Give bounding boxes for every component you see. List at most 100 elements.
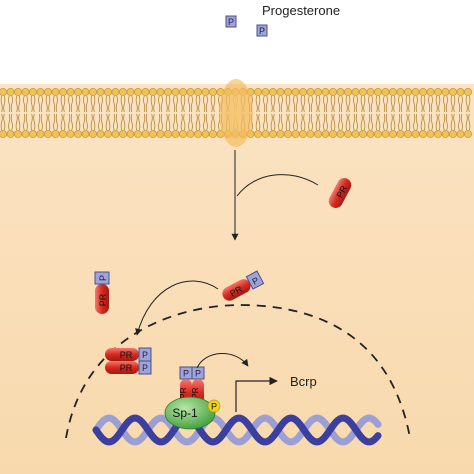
receptor-dimer: PR PR P P xyxy=(105,347,152,375)
lipid-tail xyxy=(398,95,401,113)
lipid-tail xyxy=(38,95,41,113)
lipid-head xyxy=(269,88,277,96)
lipid-tail xyxy=(160,95,163,113)
lipid-head xyxy=(389,130,397,138)
lipid-tail xyxy=(23,113,26,131)
lipid-head xyxy=(0,130,7,138)
lipid-tail xyxy=(75,113,78,131)
lipid-tail xyxy=(295,113,298,131)
lipid-tail xyxy=(465,113,468,131)
lipid-tail xyxy=(18,113,21,131)
lipid-head xyxy=(134,130,142,138)
lipid-head xyxy=(44,88,52,96)
lipid-head xyxy=(171,130,180,138)
lipid-head xyxy=(104,88,112,96)
lipid-tail xyxy=(25,95,28,113)
ligand-letter: P xyxy=(142,363,148,373)
lipid-tail xyxy=(270,113,273,131)
lipid-head xyxy=(36,130,45,138)
lipid-tail xyxy=(15,95,18,113)
lipid-tail xyxy=(428,95,431,113)
lipid-tail xyxy=(115,95,118,113)
lipid-tail xyxy=(375,95,378,113)
lipid-tail xyxy=(363,113,366,131)
ligand-letter: P xyxy=(250,275,260,287)
lipid-tail xyxy=(53,113,56,131)
lipid-head xyxy=(441,88,450,96)
lipid-tail xyxy=(333,113,336,131)
lipid-head xyxy=(381,130,390,138)
lipid-tail xyxy=(398,113,401,131)
lipid-tail xyxy=(90,95,93,113)
lipid-head xyxy=(186,88,195,96)
lipid-tail xyxy=(390,113,393,131)
lipid-head xyxy=(0,88,7,96)
lipid-head xyxy=(426,88,435,96)
lipid-tail xyxy=(143,113,146,131)
dna-strand-front xyxy=(92,414,382,446)
lipid-tail xyxy=(3,95,6,113)
lipid-tail xyxy=(405,113,408,131)
lipid-tail xyxy=(63,95,66,113)
ligand-letter: P xyxy=(228,17,234,27)
lipid-tail xyxy=(258,113,261,131)
sp1-factor: Sp-1 xyxy=(164,396,216,430)
lipid-tail xyxy=(180,95,183,113)
lipid-tail xyxy=(408,113,411,131)
lipid-head xyxy=(284,88,292,96)
lipid-tail xyxy=(318,113,321,131)
lipid-tail xyxy=(8,95,11,113)
lipid-tail xyxy=(413,95,416,113)
lipid-tail xyxy=(160,113,163,131)
lipid-tail xyxy=(263,95,266,113)
lipid-head xyxy=(156,130,165,138)
lipid-head xyxy=(351,130,360,138)
lipid-tail xyxy=(100,95,103,113)
lipid-tail xyxy=(188,113,191,131)
lipid-tail xyxy=(293,113,296,131)
progesterone-molecule: P xyxy=(256,24,268,37)
lipid-head xyxy=(6,88,15,96)
receptor-label: PR xyxy=(98,293,108,306)
lipid-tail xyxy=(408,95,411,113)
lipid-head xyxy=(29,88,37,96)
lipid-tail xyxy=(60,113,63,131)
lipid-tail xyxy=(10,113,13,131)
lipid-tail xyxy=(175,113,178,131)
lipid-tail xyxy=(318,95,321,113)
lipid-head xyxy=(66,130,75,138)
lipid-tail xyxy=(128,113,131,131)
lipid-head xyxy=(344,130,352,138)
lipid-tail xyxy=(278,113,281,131)
lipid-tail xyxy=(45,95,48,113)
lipid-head xyxy=(96,130,105,138)
lipid-tail xyxy=(158,95,161,113)
ligand-bound-receptor: PR P xyxy=(222,270,265,301)
lipid-tail xyxy=(323,95,326,113)
lipid-tail xyxy=(38,113,41,131)
binding-arrow xyxy=(236,174,319,197)
lipid-head xyxy=(456,130,465,138)
lipid-head xyxy=(201,88,210,96)
progesterone-label: Progesterone xyxy=(262,3,340,18)
lipid-tail xyxy=(68,95,71,113)
lipid-tail xyxy=(345,113,348,131)
lipid-tail xyxy=(93,113,96,131)
lipid-tail xyxy=(360,95,363,113)
lipid-head xyxy=(299,130,307,138)
lipid-tail xyxy=(315,113,318,131)
lipid-head xyxy=(261,130,270,138)
lipid-tail xyxy=(168,95,171,113)
lipid-tail xyxy=(70,95,73,113)
lipid-head xyxy=(314,130,322,138)
lipid-tail xyxy=(150,95,153,113)
lipid-tail xyxy=(98,113,101,131)
lipid-head xyxy=(111,130,120,138)
lipid-tail xyxy=(333,95,336,113)
lipid-tail xyxy=(453,95,456,113)
lipid-head xyxy=(119,88,127,96)
lipid-head xyxy=(254,130,262,138)
lipid-head xyxy=(396,130,405,138)
lipid-head xyxy=(126,88,135,96)
